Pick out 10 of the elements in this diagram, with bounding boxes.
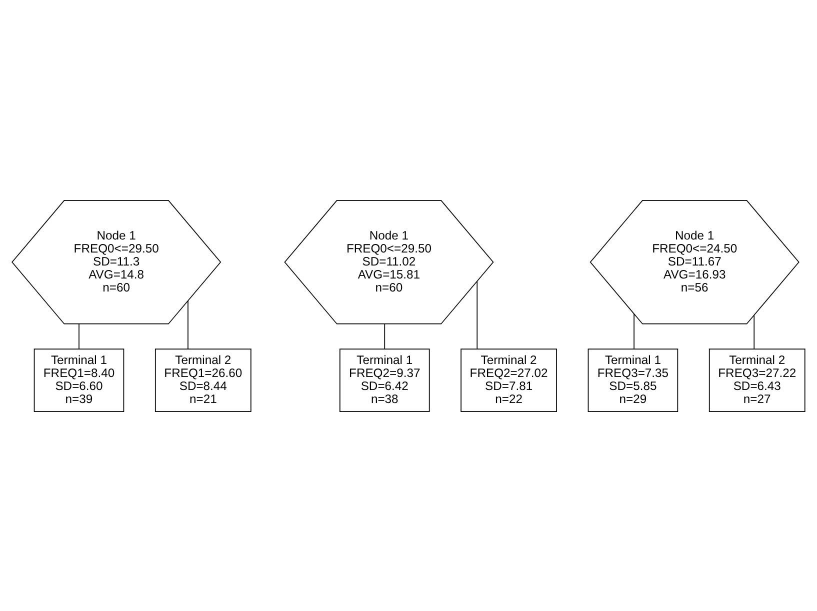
connector bbox=[754, 314, 755, 349]
node-box: Terminal 1 FREQ2=9.37 SD=6.42 n=38 bbox=[339, 348, 430, 412]
node-box: Terminal 1 FREQ3=7.35 SD=5.85 n=29 bbox=[588, 348, 678, 412]
connector bbox=[476, 280, 478, 349]
node-box: Terminal 2 FREQ3=27.22 SD=6.43 n=27 bbox=[708, 348, 806, 412]
connector bbox=[384, 323, 386, 349]
node-box: Terminal 2 FREQ1=26.60 SD=8.44 n=21 bbox=[154, 348, 252, 412]
node-box: Terminal 2 FREQ2=27.02 SD=7.81 n=22 bbox=[460, 348, 557, 412]
node-box: Terminal 1 FREQ1=8.40 SD=6.60 n=39 bbox=[34, 348, 124, 412]
connector bbox=[78, 323, 80, 349]
